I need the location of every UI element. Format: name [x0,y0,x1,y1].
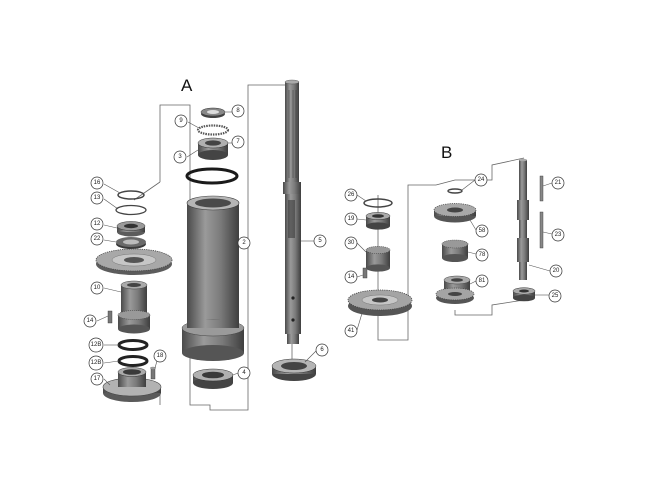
callout-14-left: 14 [83,314,97,328]
svg-text:25: 25 [552,293,559,299]
callout-21: 21 [551,176,565,190]
svg-text:4: 4 [242,370,246,376]
callout-12b-upper: 12B [88,337,104,353]
callout-24: 24 [474,173,488,187]
callout-5: 5 [313,234,327,248]
svg-text:19: 19 [348,216,355,222]
callout-bubbles: 16 13 12 22 10 14 12B 12B 17 18 9 8 3 7 … [83,104,565,386]
svg-text:20: 20 [553,268,560,274]
callout-12: 12 [90,217,104,231]
callout-18: 18 [153,349,167,363]
assembly-b-parts [347,158,544,316]
svg-text:8: 8 [236,108,240,114]
callout-4: 4 [237,366,251,380]
leader-lines [96,111,553,386]
svg-text:7: 7 [236,139,240,145]
callout-10: 10 [90,281,104,295]
svg-text:81: 81 [479,278,486,284]
svg-text:21: 21 [555,180,562,186]
callout-23: 23 [551,228,565,242]
callout-19: 19 [344,212,358,226]
svg-text:14: 14 [348,274,355,280]
callout-14-b: 14 [344,270,358,284]
callout-41: 41 [344,324,358,338]
svg-text:30: 30 [348,240,355,246]
svg-text:78: 78 [479,252,486,258]
svg-text:2: 2 [242,240,246,246]
svg-text:41: 41 [348,328,355,334]
svg-text:16: 16 [94,180,101,186]
callout-8: 8 [231,104,245,118]
svg-text:23: 23 [555,232,562,238]
svg-text:6: 6 [320,347,324,353]
assembly-a-housing [181,107,245,389]
callout-20: 20 [549,264,563,278]
svg-text:5: 5 [318,238,322,244]
callout-78: 78 [475,248,489,262]
svg-text:26: 26 [348,192,355,198]
svg-text:10: 10 [94,285,101,291]
assembly-label-a: A [181,76,193,95]
callout-17: 17 [90,372,104,386]
callout-81: 81 [475,274,489,288]
svg-text:18: 18 [157,353,164,359]
callout-3: 3 [173,150,187,164]
svg-text:22: 22 [94,236,101,242]
left-subassembly [95,190,173,402]
callout-9: 9 [174,114,188,128]
callout-16: 16 [90,176,104,190]
svg-text:17: 17 [94,376,101,382]
callout-25: 25 [548,289,562,303]
callout-2: 2 [237,236,251,250]
splined-shaft [271,79,317,381]
callout-30: 30 [344,236,358,250]
svg-text:9: 9 [179,118,183,124]
svg-text:3: 3 [178,154,182,160]
callout-13: 13 [90,191,104,205]
callout-7: 7 [231,135,245,149]
svg-text:14: 14 [87,318,94,324]
callout-12b-lower: 12B [88,355,104,371]
callout-26: 26 [344,188,358,202]
svg-text:12: 12 [94,221,101,227]
callout-6: 6 [315,343,329,357]
svg-text:12B: 12B [91,342,102,348]
svg-text:24: 24 [478,177,485,183]
svg-text:12B: 12B [91,360,102,366]
callout-58: 58 [475,224,489,238]
assembly-label-b: B [441,143,452,162]
callout-22: 22 [90,232,104,246]
svg-text:13: 13 [94,195,101,201]
svg-text:58: 58 [479,228,486,234]
